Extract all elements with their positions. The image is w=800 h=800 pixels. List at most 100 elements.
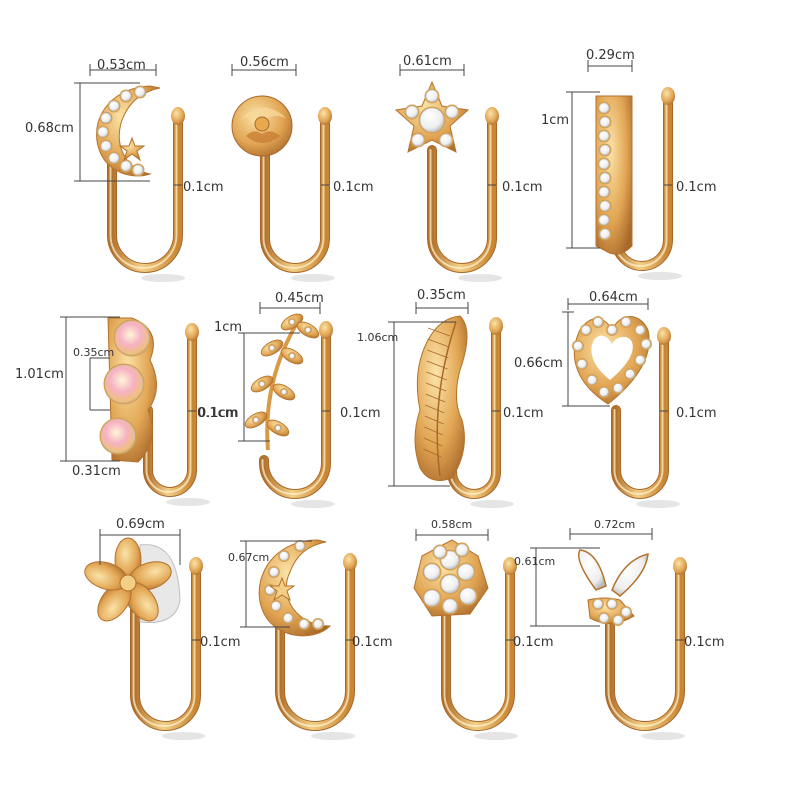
cluster-gem-7: [433, 545, 447, 559]
moon-wire-shadow: [275, 561, 355, 731]
butterfly-shadow: [641, 732, 685, 740]
moon-star-gem-2: [108, 100, 120, 112]
heart-gem-3: [621, 317, 631, 327]
heart-gem-11: [577, 359, 587, 369]
bar-gem-9: [599, 228, 611, 240]
cluster-wire-highlight: [443, 569, 510, 727]
flower-wire-highlight: [132, 569, 196, 727]
heart-gem-8: [613, 383, 623, 393]
heart-gem-9: [599, 387, 609, 397]
feather-vein-5: [425, 382, 447, 392]
moon-shadow: [311, 732, 355, 740]
butterfly-gem-1: [607, 599, 617, 609]
bar-gem-1: [599, 116, 611, 128]
heart-gem-10: [587, 375, 597, 385]
wire-label-leaf-branch-right: 0.1cm: [340, 406, 381, 421]
moon-gem-0: [295, 541, 305, 551]
width-label-cluster: 0.58cm: [431, 518, 473, 531]
cluster-ball-end: [503, 557, 517, 575]
width-label-feather: 0.35cm: [417, 288, 466, 303]
moon-star-gem-1: [120, 90, 132, 102]
height-label-feather: 1.06cm: [357, 331, 399, 344]
feather-vein-9: [424, 426, 443, 436]
wire-label-three-stones: 0.1cm: [197, 406, 238, 421]
feather-shadow: [470, 500, 514, 508]
moon-star-gem-3: [100, 112, 112, 124]
rose-cuff: [260, 107, 335, 282]
moon-gem-7: [313, 619, 323, 629]
bar-gem-5: [599, 172, 611, 184]
bar-gem-8: [598, 214, 610, 226]
moon-star: [268, 576, 296, 602]
bar-ball-end: [661, 87, 675, 105]
wire-label-feather: 0.1cm: [503, 406, 544, 421]
moon-star-gem-4: [97, 126, 109, 138]
feather-vein-6: [425, 393, 446, 403]
wire-label-rose: 0.1cm: [333, 180, 374, 195]
butterfly-wire-highlight: [607, 569, 680, 727]
feather-vein-10: [423, 437, 443, 447]
cluster-gem-3: [440, 574, 460, 594]
heart-gem-6: [635, 355, 645, 365]
heart-ball-end: [657, 327, 671, 345]
three-stones-gem-top: [114, 320, 150, 356]
feather-vein-0: [427, 327, 451, 337]
moon-gem-2: [269, 567, 279, 577]
moon-gem-5: [283, 613, 293, 623]
wire-label-moon-star: 0.1cm: [183, 180, 224, 195]
width-label-flower: 0.69cm: [116, 517, 165, 532]
width-label-heart: 0.64cm: [589, 290, 638, 305]
butterfly-gem-3: [599, 613, 609, 623]
butterfly-wing-left: [578, 549, 607, 591]
three-stones-wire: [144, 332, 196, 496]
heart-gem-7: [625, 369, 635, 379]
heart-cuff: [611, 327, 680, 508]
bar-gem-4: [598, 158, 610, 170]
moon-gem-6: [299, 619, 309, 629]
three-stones-wire-highlight: [145, 335, 192, 493]
feather-body: [414, 315, 468, 481]
rose-petal-bottom: [246, 131, 280, 143]
moon-gem-1: [279, 551, 289, 561]
leaf-branch-wire-highlight: [261, 333, 326, 495]
heart-gem-1: [593, 317, 603, 327]
star-wire-highlight: [429, 119, 492, 269]
height-label-heart: 0.66cm: [514, 356, 563, 371]
butterfly-wing-right: [611, 553, 649, 597]
three-stones-ball-end: [185, 323, 199, 341]
feather-vein-11: [423, 448, 442, 458]
star-cuff: [427, 107, 502, 282]
bar-shadow: [638, 272, 682, 280]
cluster-gem-1: [457, 563, 475, 581]
butterfly-gem-2: [621, 607, 631, 617]
wire-label-cluster: 0.1cm: [513, 635, 554, 650]
star-shadow: [458, 274, 502, 282]
moon-star-star: [118, 136, 146, 162]
feather-vein-7: [425, 404, 445, 414]
moon-star-gem-6: [108, 152, 120, 164]
moon-star-cuff: [107, 107, 185, 282]
leaf-branch-leaf-gem-4: [259, 381, 265, 387]
leaf-branch-ball-end: [319, 321, 333, 339]
width-label-star: 0.61cm: [403, 54, 452, 69]
moon-star-ball-end: [171, 107, 185, 125]
leaf-branch-leaf-gem-3: [289, 353, 295, 359]
moon-star-shadow: [141, 274, 185, 282]
feather-vein-2: [427, 349, 449, 359]
moon-ball-end: [343, 553, 357, 571]
star-ball-end: [485, 107, 499, 125]
width-label-rose: 0.56cm: [240, 55, 289, 70]
width-label-moon-star: 0.53cm: [97, 58, 146, 73]
feather-vein-8: [424, 415, 444, 425]
cluster-gem-5: [423, 589, 441, 607]
three-stones-gem-bottom: [100, 418, 136, 454]
moon-star-gem-0: [134, 86, 146, 98]
bar-gem-2: [598, 130, 610, 142]
cluster-gem-4: [459, 587, 477, 605]
bottom-label-three-stones: 0.31cm: [72, 464, 121, 479]
butterfly-gem-0: [593, 599, 603, 609]
flower-shadow: [161, 732, 206, 740]
rose-ball-end: [318, 107, 332, 125]
